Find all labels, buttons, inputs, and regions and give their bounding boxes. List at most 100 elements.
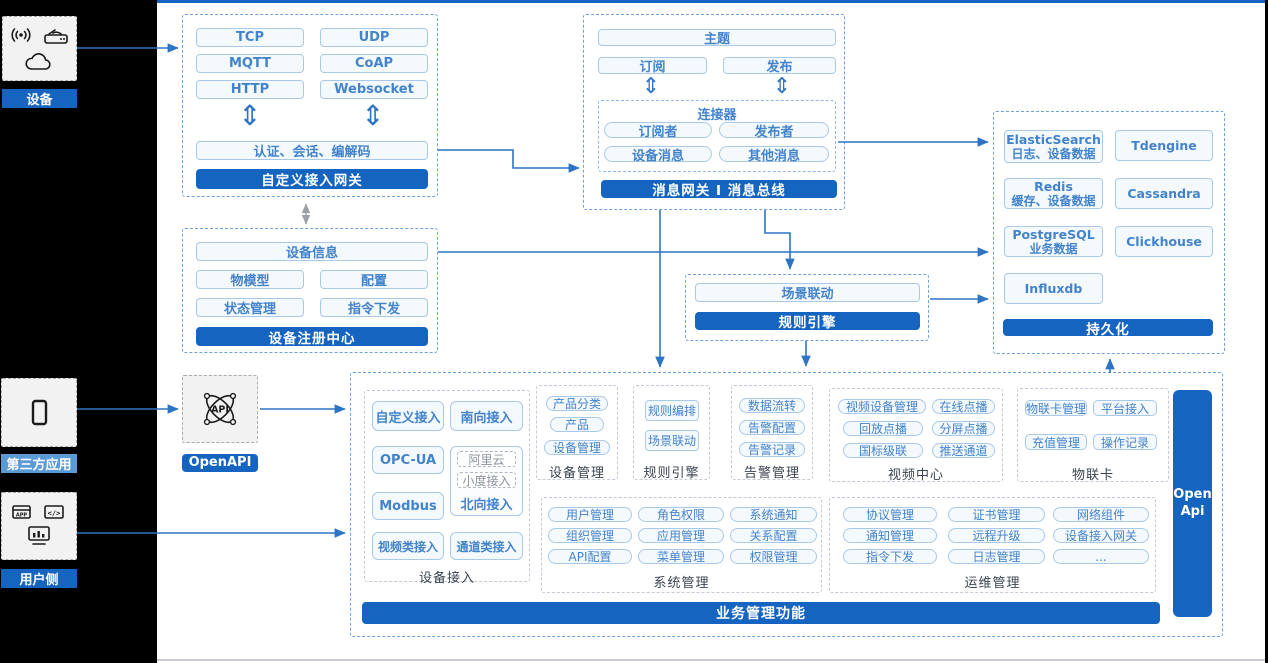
online-play-pill: 在线点播 [932, 399, 995, 414]
open-api-side-bar: Open Api [1173, 390, 1212, 617]
aliyun-pill: 阿里云 [457, 451, 516, 467]
custom-access-pill: 自定义接入 [372, 401, 444, 431]
business-box [350, 372, 1223, 637]
rule-engine-box [685, 274, 929, 341]
rule-label: 规则引擎 [643, 466, 700, 481]
cloud-icon [24, 52, 51, 70]
api-config-pill: API配置 [548, 549, 632, 564]
business-title-bar: 业务管理功能 [362, 602, 1160, 624]
device-mgmt-pill: 设备管理 [544, 440, 610, 455]
router-icon [43, 28, 68, 44]
svg-text:API: API [211, 405, 229, 416]
config-pill: 配置 [320, 270, 428, 289]
device-icons-box [2, 16, 77, 81]
third-party-rail-label: 第三方应用 [1, 454, 77, 473]
session-codec-pill: 认证、会话、编解码 [196, 141, 428, 160]
api-network-icon: API [203, 392, 237, 426]
gb-cascade-pill: 国标级联 [843, 443, 923, 458]
protocol-pill-mqtt: MQTT [196, 54, 304, 73]
north-access-label: 北向接入 [460, 498, 513, 513]
recharge-mgmt-pill: 充值管理 [1025, 434, 1087, 450]
product-pill: 产品 [550, 417, 604, 432]
user-side-rail-label: 用户侧 [1, 569, 77, 588]
rule-orchestration-pill: 规则编排 [645, 400, 699, 421]
channel-access-pill: 通道类接入 [450, 532, 523, 560]
custom-gateway-title-bar: 自定义接入网关 [196, 169, 428, 189]
org-mgmt-pill: 组织管理 [548, 528, 632, 543]
remote-upgrade-pill: 远程升级 [948, 528, 1045, 543]
iot-card-section [1017, 388, 1169, 482]
code-window-icon: </> [44, 505, 64, 519]
video-section [829, 388, 1003, 482]
device-registry-box [182, 228, 438, 353]
alarm-record-pill: 告警记录 [739, 442, 805, 457]
double-arrow-icon: ⇕ [238, 99, 262, 132]
iot-card-label: 物联卡 [1071, 468, 1114, 483]
video-label: 视频中心 [887, 468, 944, 483]
device-access-label: 设备接入 [418, 571, 475, 586]
protocol-pill-udp: UDP [320, 28, 428, 47]
message-bus-box [583, 14, 845, 210]
data-flow-pill: 数据流转 [739, 398, 805, 413]
custom-gateway-box [182, 14, 438, 197]
system-label: 系统管理 [653, 576, 710, 591]
relation-config-pill: 关系配置 [730, 528, 817, 543]
menu-mgmt-pill: 菜单管理 [638, 549, 724, 564]
device-mgmt-section [536, 385, 618, 480]
device-info-pill: 设备信息 [196, 242, 428, 261]
split-screen-pill: 分屏点播 [932, 421, 995, 436]
command-pill: 指令下发 [320, 298, 428, 317]
rule-engine-title-bar: 规则引擎 [695, 312, 920, 331]
dashboard-monitor-icon [28, 526, 50, 545]
scene-linkage-sub-pill: 场景联动 [645, 430, 699, 451]
ops-section [829, 497, 1156, 593]
sys-notice-pill: 系统通知 [730, 507, 817, 522]
video-access-pill: 视频类接入 [372, 532, 444, 560]
video-device-mgmt-pill: 视频设备管理 [838, 399, 926, 414]
network-comp-pill: 网络组件 [1053, 507, 1149, 522]
tdengine-pill: Tdengine [1115, 130, 1213, 161]
influxdb-pill: Influxdb [1004, 273, 1103, 304]
xiaodu-pill: 小度接入 [457, 472, 516, 488]
clickhouse-pill: Clickhouse [1115, 226, 1213, 257]
double-arrow-icon: ⇕ [772, 74, 792, 99]
top-accent-line [157, 0, 1265, 3]
third-party-icons-box [1, 378, 77, 447]
scene-linkage-pill: 场景联动 [695, 283, 920, 302]
smartphone-icon [31, 399, 48, 425]
protocol-mgmt-pill: 协议管理 [843, 507, 937, 522]
system-section [541, 497, 822, 593]
publisher-pill: 发布者 [719, 122, 829, 140]
ops-more-pill: ... [1053, 549, 1149, 564]
product-category-pill: 产品分类 [546, 396, 608, 411]
alarm-label: 告警管理 [743, 466, 800, 481]
svg-text:APP: APP [16, 513, 28, 519]
persistence-title-bar: 持久化 [1003, 319, 1213, 338]
persistence-box [993, 111, 1225, 354]
other-msg-pill: 其他消息 [719, 146, 829, 164]
double-arrow-icon: ⇕ [361, 99, 385, 132]
message-bus-title-bar: 消息网关 I 消息总线 [601, 180, 837, 199]
openapi-label: OpenAPI [182, 454, 258, 472]
cert-mgmt-pill: 证书管理 [948, 507, 1045, 522]
svg-text:</>: </> [48, 510, 61, 518]
app-mgmt-pill: 应用管理 [638, 528, 724, 543]
perm-mgmt-pill: 权限管理 [730, 549, 817, 564]
subscribe-pill: 订阅 [598, 57, 707, 75]
log-mgmt-pill: 日志管理 [948, 549, 1045, 564]
device-mgmt-label: 设备管理 [548, 466, 605, 481]
playback-pill: 回放点播 [843, 421, 923, 436]
ops-label: 运维管理 [964, 576, 1021, 591]
protocol-pill-tcp: TCP [196, 28, 304, 47]
device-msg-pill: 设备消息 [604, 146, 712, 164]
push-channel-pill: 推送通道 [932, 443, 995, 458]
role-perm-pill: 角色权限 [638, 507, 724, 522]
device-access-section [364, 390, 530, 582]
device-registry-title-bar: 设备注册中心 [196, 327, 428, 347]
opc-ua-pill: OPC-UA [372, 446, 444, 474]
signal-icon [10, 27, 31, 42]
status-mgmt-pill: 状态管理 [196, 298, 304, 317]
publish-pill: 发布 [723, 57, 836, 75]
